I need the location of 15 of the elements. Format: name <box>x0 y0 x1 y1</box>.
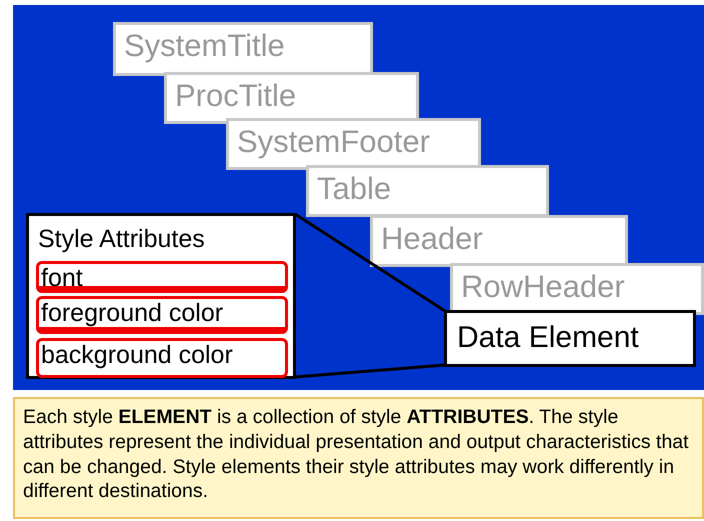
element-box: Header <box>370 215 628 267</box>
zoom-line <box>294 212 446 312</box>
attribute-box: font <box>36 261 288 293</box>
data-element-box: Data Element <box>444 310 696 367</box>
attribute-box: background color <box>36 338 288 378</box>
attribute-box: foreground color <box>36 296 288 334</box>
caption-text: Each style ELEMENT is a collection of style ATTRIBUTES. The style attributes represent the individual presentation and output characteristics that can be changed. Style elements their style attributes may work differently in different destinations. <box>13 397 704 519</box>
element-box: SystemTitle <box>113 22 373 76</box>
element-box: Table <box>306 165 549 217</box>
element-box: RowHeader <box>450 263 704 315</box>
element-box: SystemFooter <box>226 118 481 170</box>
attributes-panel <box>26 213 296 379</box>
panel-heading: Style Attributes <box>38 226 205 254</box>
element-box: ProcTitle <box>164 72 419 124</box>
zoom-line <box>294 364 446 378</box>
